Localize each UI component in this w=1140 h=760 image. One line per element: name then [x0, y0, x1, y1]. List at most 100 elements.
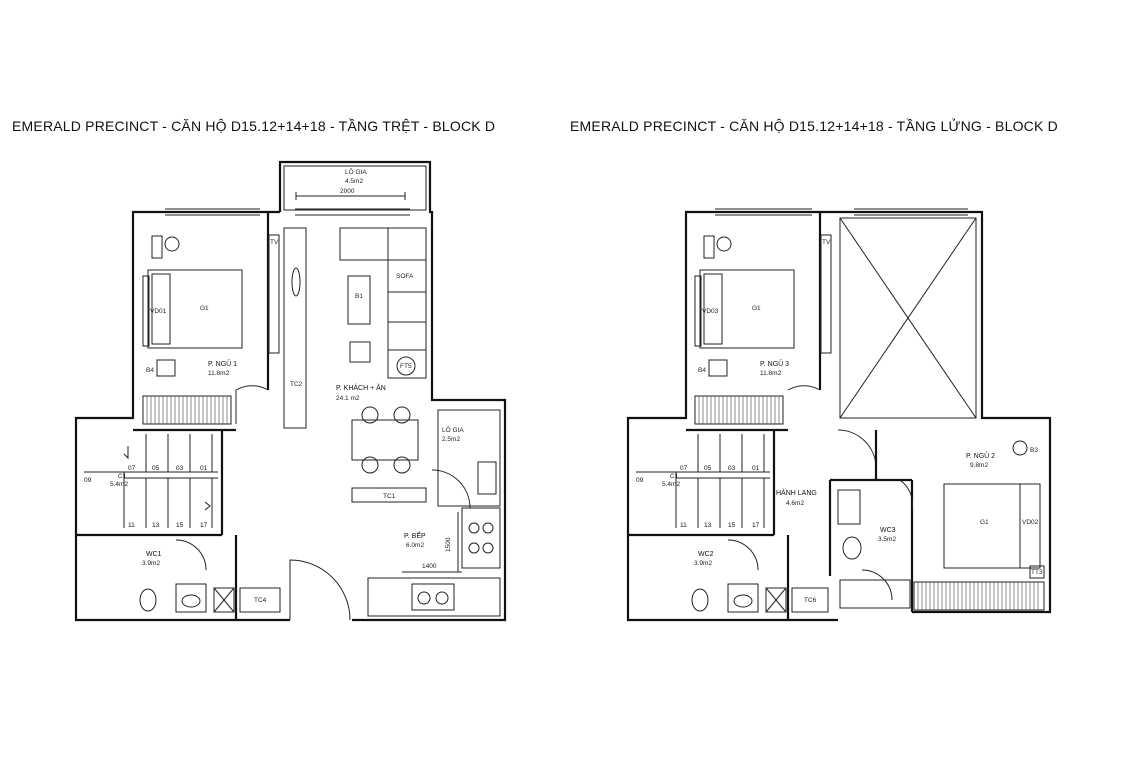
table-label: B1 — [355, 293, 363, 300]
bedroom2-name: P. NGỦ 2 — [966, 451, 995, 460]
wardrobe-label: VD01 — [150, 308, 167, 315]
bed-g1-mezz — [699, 269, 795, 349]
chair-icon — [1012, 440, 1028, 456]
coffee-table — [347, 275, 371, 325]
tv-label: TV — [270, 239, 279, 246]
wardrobe-label: VD02 — [1022, 519, 1039, 526]
ground-outer-wall — [278, 160, 507, 622]
living-room-area: 24.1 m2 — [336, 395, 360, 402]
wardrobe-hatch — [146, 396, 228, 424]
wc3-name: WC3 — [880, 527, 896, 534]
stair-area: 5.4m2 — [662, 481, 680, 488]
tc4-label: TC4 — [254, 597, 267, 604]
ground-outer-wall-left — [74, 210, 290, 622]
desk-label: B4 — [146, 367, 154, 374]
bed-g1-bedroom2 — [943, 483, 1021, 569]
kitchen-name: P. BẾP — [404, 530, 426, 540]
step-label: 07 — [128, 465, 136, 472]
washbasin-icon — [837, 489, 861, 525]
loggia-top-dimension: 2000 — [340, 188, 355, 195]
mezzanine-plan: G1 VD03 B4 TV P. NGỦ 3 11.8m2 HÀNH LANG … — [626, 208, 1052, 622]
mezz-outer-wall-right — [840, 210, 1052, 614]
wc2-area: 3.9m2 — [694, 560, 712, 567]
ground-stair — [84, 434, 218, 528]
step-label: 09 — [84, 477, 92, 484]
washer-icon — [477, 461, 497, 495]
bed-g1-ground — [147, 269, 243, 349]
step-label: 03 — [728, 465, 736, 472]
sofa — [387, 227, 427, 379]
toilet-icon — [842, 536, 862, 560]
mezz-stair — [636, 434, 770, 528]
sofa-label: SOFA — [396, 273, 414, 280]
corridor-area: 4.6m2 — [786, 500, 804, 507]
toilet-icon — [139, 588, 157, 612]
wardrobe-hatch — [698, 396, 780, 424]
plant-icon — [396, 356, 416, 376]
wc1-name: WC1 — [146, 551, 162, 558]
ft5-label: FT5 — [400, 363, 412, 370]
chair-icon — [164, 236, 180, 252]
loggia-side-area: 2.5m2 — [442, 436, 460, 443]
mezz-outer-wall — [626, 210, 840, 622]
step-label: 03 — [176, 465, 184, 472]
wardrobe-hatch — [917, 582, 1039, 610]
step-label: 11 — [128, 522, 135, 529]
stair-label: C1 — [118, 473, 127, 480]
step-label: 17 — [200, 522, 208, 529]
chair-icon — [716, 236, 732, 252]
step-label: 15 — [176, 522, 184, 529]
step-label: 09 — [636, 477, 644, 484]
washbasin-icon — [727, 583, 759, 613]
loggia-top-label: LÔ GIA — [345, 167, 367, 176]
stair-area: 5.4m2 — [110, 481, 128, 488]
tc2-label: TC2 — [290, 381, 303, 388]
kitchen-area: 6.0m2 — [406, 542, 424, 549]
step-label: 05 — [152, 465, 160, 472]
step-label: 01 — [752, 465, 760, 472]
void-opening — [839, 217, 977, 419]
bed-label: G1 — [752, 305, 761, 312]
bedroom2-area: 9.8m2 — [970, 462, 988, 469]
kitchen-counter — [367, 577, 501, 617]
plan-title-ground-floor: EMERALD PRECINCT - CĂN HỘ D15.12+14+18 -… — [12, 118, 496, 134]
tc6-label: TC6 — [804, 597, 817, 604]
loggia-side-label: LÔ GIA — [442, 425, 464, 434]
washbasin-icon — [175, 583, 207, 613]
step-label: 01 — [200, 465, 208, 472]
step-label: 17 — [752, 522, 760, 529]
tc1-label: TC1 — [383, 493, 396, 500]
sofa-back — [339, 227, 427, 261]
corridor-name: HÀNH LANG — [776, 488, 817, 497]
living-room-name: P. KHÁCH + ĂN — [336, 383, 386, 392]
bedroom1-name: P. NGỦ 1 — [208, 359, 237, 368]
bedroom3-name: P. NGỦ 3 — [760, 359, 789, 368]
plan-title-mezzanine: EMERALD PRECINCT - CĂN HỘ D15.12+14+18 -… — [570, 118, 1058, 134]
ac-label: TT3 — [1031, 569, 1043, 576]
wardrobe-label: VD03 — [702, 308, 719, 315]
tv-label: TV — [822, 239, 831, 246]
step-label: 11 — [680, 522, 687, 529]
stove-counter — [461, 507, 501, 569]
sink-icon — [411, 583, 455, 611]
wc1-area: 3.9m2 — [142, 560, 160, 567]
dining-table — [351, 419, 419, 461]
step-label: 05 — [704, 465, 712, 472]
loggia-top-area: 4.5m2 — [345, 178, 363, 185]
bed-label: G1 — [980, 519, 989, 526]
wc3-area: 3.5m2 — [878, 536, 896, 543]
bed-label: G1 — [200, 305, 209, 312]
step-label: 13 — [704, 522, 712, 529]
desk-label: B4 — [698, 367, 706, 374]
bedroom3-area: 11.8m2 — [760, 370, 782, 377]
bedroom1-area: 11.8m2 — [208, 370, 230, 377]
kitchen-width-dim: 1400 — [422, 563, 437, 570]
step-label: 07 — [680, 465, 688, 472]
stair-label: C1 — [670, 473, 679, 480]
kitchen-height-dim: 1500 — [445, 537, 452, 552]
step-label: 15 — [728, 522, 736, 529]
desk-label: B3 — [1030, 447, 1038, 454]
ground-floor-plan: LÔ GIA 4.5m2 2000 G1 VD01 B4 TV P. NGỦ 1… — [74, 160, 507, 622]
toilet-icon — [691, 588, 709, 612]
